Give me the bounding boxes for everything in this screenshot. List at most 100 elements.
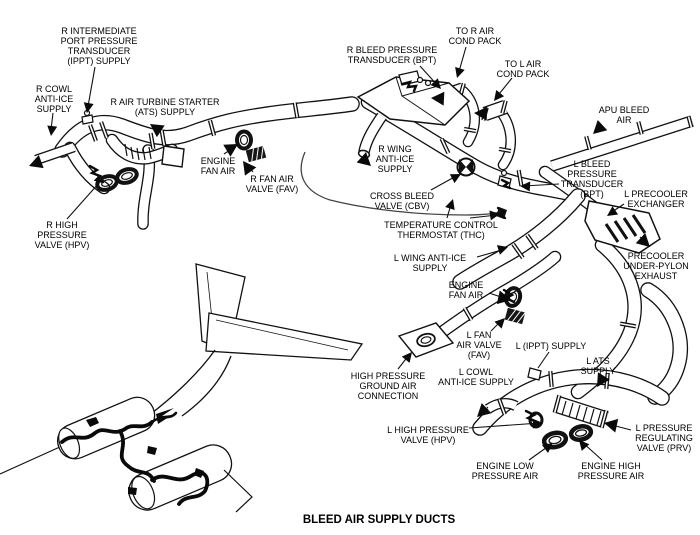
- duct-clamp: [149, 132, 155, 150]
- label-line: TEMPERATURE CONTROL: [384, 220, 498, 230]
- duct-pipe-core: [359, 113, 386, 154]
- duct-clamp: [100, 121, 108, 139]
- duct-clamp: [160, 129, 166, 147]
- prv-rib: [589, 408, 595, 424]
- duct-clamp: [687, 116, 693, 128]
- label-line: ENGINE LOW: [476, 461, 534, 471]
- port-ring: [239, 134, 249, 146]
- duct-clamp: [512, 243, 524, 259]
- label-line: THERMOSTAT (THC): [397, 230, 485, 240]
- label-line: L BLEED: [573, 159, 611, 169]
- label-line: PRESSURE AIR: [577, 471, 645, 481]
- duct-pipe-core: [459, 87, 479, 146]
- flow-arrow-icon: [607, 206, 619, 216]
- port-ring: [548, 435, 562, 445]
- label-line: APU BLEED: [598, 105, 650, 115]
- ground-air-flange: [397, 322, 455, 358]
- port-ring: [541, 430, 569, 450]
- r-ippt-fitting: [81, 114, 94, 125]
- aircraft-bleed-duct-squiggle: [118, 429, 156, 483]
- duct-clamp: [463, 128, 477, 132]
- label-line: REGULATING: [635, 433, 693, 443]
- flow-arrow-icon: [496, 245, 508, 255]
- nacelle-left: [128, 444, 233, 511]
- flow-arrow-icon: [542, 443, 553, 454]
- duct-clamp: [440, 138, 450, 154]
- label-line: L HIGH PRESSURE: [387, 425, 469, 435]
- label-line: ANTI-ICE: [375, 154, 415, 164]
- label-line: SUPPLY: [412, 263, 448, 273]
- label-line: ENGINE: [200, 156, 236, 166]
- label-line: EXCHANGER: [627, 199, 685, 209]
- label-line: TO R AIR: [455, 26, 495, 36]
- flow-arrow-icon: [431, 91, 445, 106]
- aircraft-duct-blob: [147, 446, 157, 455]
- label-line: FAN AIR: [448, 290, 484, 300]
- label-line: VALVE (CBV): [374, 201, 430, 211]
- duct-clamp: [209, 120, 215, 136]
- ats-rib: [148, 146, 152, 160]
- label-line: GROUND AIR: [359, 381, 417, 391]
- valve-actuator: [504, 307, 526, 325]
- label-r-ats-supply: R AIR TURBINE STARTER(ATS) SUPPLY: [110, 97, 219, 117]
- r-bpt-housing-lines: [395, 76, 450, 126]
- duct-clamp: [585, 136, 591, 150]
- label-line: R WING: [378, 144, 412, 154]
- label-line: (IPPT) SUPPLY: [67, 56, 131, 66]
- flow-arrow-icon: [494, 90, 505, 101]
- flow-arrow-icon: [494, 318, 505, 329]
- l-ippt-fitting: [527, 367, 542, 381]
- label-line: VALVE (HPV): [400, 435, 456, 445]
- aircraft-outline: [181, 355, 232, 417]
- flow-arrow-icon: [243, 161, 257, 176]
- label-line: R COWL: [35, 84, 72, 94]
- label-line: L PRESSURE: [635, 423, 693, 433]
- horizontal-stabilizer: [205, 312, 364, 361]
- nacelle-right: [56, 396, 156, 460]
- duct-clamp: [619, 322, 637, 328]
- valve-detail-squiggle: [496, 206, 507, 220]
- duct-clamp: [501, 100, 507, 114]
- label-line: R FAN AIR: [250, 174, 294, 184]
- duct-clamp: [600, 410, 608, 428]
- label-line: SUPPLY: [580, 366, 616, 376]
- duct-pipe-core: [550, 116, 694, 171]
- label-line: (ATS) SUPPLY: [134, 107, 196, 117]
- port-ring: [121, 172, 133, 180]
- cbv-bowtie: [466, 159, 473, 175]
- flow-arrow-icon: [489, 210, 500, 221]
- label-line: (BPT): [580, 189, 604, 199]
- valve-detail-squiggle: [88, 164, 105, 184]
- flow-arrow-icon: [150, 124, 165, 138]
- duct-clamp: [293, 102, 299, 118]
- label-line: ANTI-ICE SUPPLY: [438, 377, 514, 387]
- label-line: L WING ANTI-ICE: [393, 253, 467, 263]
- port-ring: [416, 332, 436, 348]
- flow-arrow-icon: [356, 152, 371, 166]
- ats-box-valve: [161, 145, 185, 168]
- label-line: L PRECOOLER: [624, 189, 688, 199]
- label-line: PRESSURE: [37, 230, 87, 240]
- label-line: PRECOOLER: [627, 251, 685, 261]
- flow-arrow-icon: [449, 174, 461, 184]
- port-ring: [235, 129, 253, 151]
- label-line: TRANSDUCER: [560, 179, 624, 189]
- label-line: ENGINE: [448, 280, 484, 290]
- valve-detail-squiggle: [500, 178, 512, 190]
- flow-arrow-icon: [604, 418, 619, 433]
- aircraft-duct-blob: [86, 417, 99, 427]
- label-line: COND PACK: [448, 36, 502, 46]
- label-line: PRESSURE AIR: [471, 471, 539, 481]
